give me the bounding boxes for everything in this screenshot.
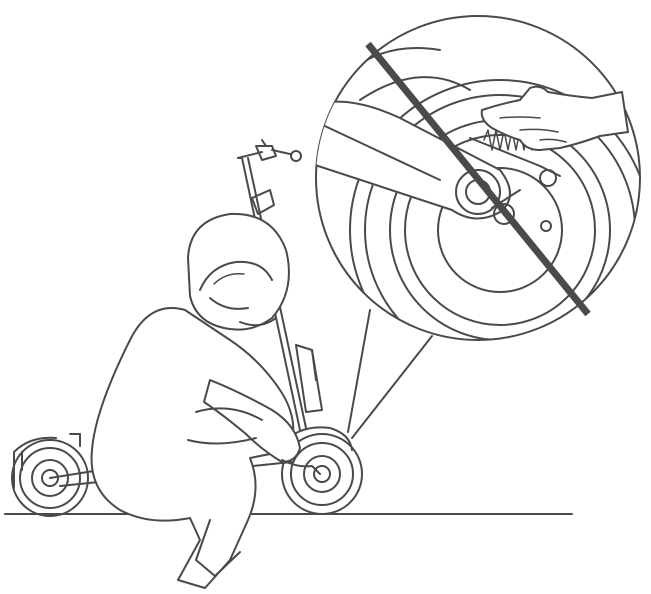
zoom-callout	[300, 16, 650, 438]
person-squatting	[92, 214, 320, 588]
helmet	[188, 214, 289, 330]
